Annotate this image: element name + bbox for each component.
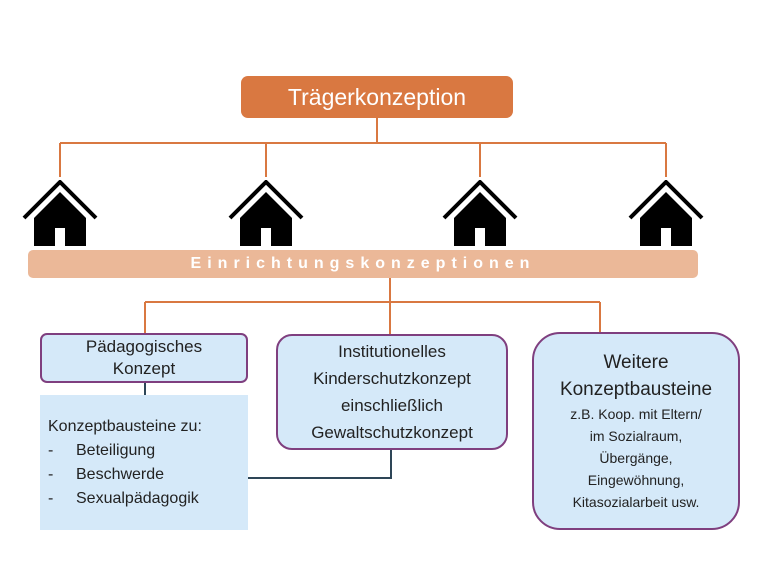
box-line: Institutionelles [338,342,446,361]
bullet: - [48,490,54,507]
box-line: Gewaltschutzkonzept [311,423,473,442]
box-line: Konzept [112,359,176,378]
box-detail-line: Eingewöhnung, [587,472,685,488]
kinderschutzkonzept-box: Institutionelles Kinderschutzkonzept ein… [276,334,508,450]
box-detail-line: Kitasozialarbeit usw. [572,494,700,510]
list-item: - Beteiligung [48,439,248,463]
traegerkonzeption-box: Trägerkonzeption [241,76,513,118]
house-icon [22,180,98,246]
bar-label: Einrichtungskonzeptionen [190,255,536,272]
list-item-label: Beteiligung [76,442,156,459]
list-item: - Sexualpädagogik [48,487,248,511]
house-icon [442,180,518,246]
box-line: Pädagogisches [85,337,203,356]
box-line: Kinderschutzkonzept [313,369,471,388]
title-label: Trägerkonzeption [287,83,467,110]
bullet: - [48,442,54,459]
paedagogisches-konzept-box: Pädagogisches Konzept [40,333,248,383]
einrichtungskonzeptionen-bar: Einrichtungskonzeptionen [28,250,698,278]
box-title-line: Weitere [603,352,669,373]
konzeptbausteine-list-box: Konzeptbausteine zu: - Beteiligung - Besch… [40,395,248,530]
house-icon [628,180,704,246]
list-item: - Beschwerde [48,463,248,487]
list-item-label: Sexualpädagogik [76,490,199,507]
weitere-konzeptbausteine-box: Weitere Konzeptbausteine z.B. Koop. mit … [532,332,740,530]
house-icon [228,180,304,246]
bullet: - [48,466,54,483]
list-heading: Konzeptbausteine zu: [48,418,202,435]
box-line: einschließlich [340,396,444,415]
list-item-label: Beschwerde [76,466,165,483]
box-detail-line: im Sozialraum, [589,428,683,444]
box-detail-line: Übergänge, [599,450,673,466]
box-detail-line: z.B. Koop. mit Eltern/ [570,406,702,422]
box-title-line: Konzeptbausteine [559,379,713,400]
